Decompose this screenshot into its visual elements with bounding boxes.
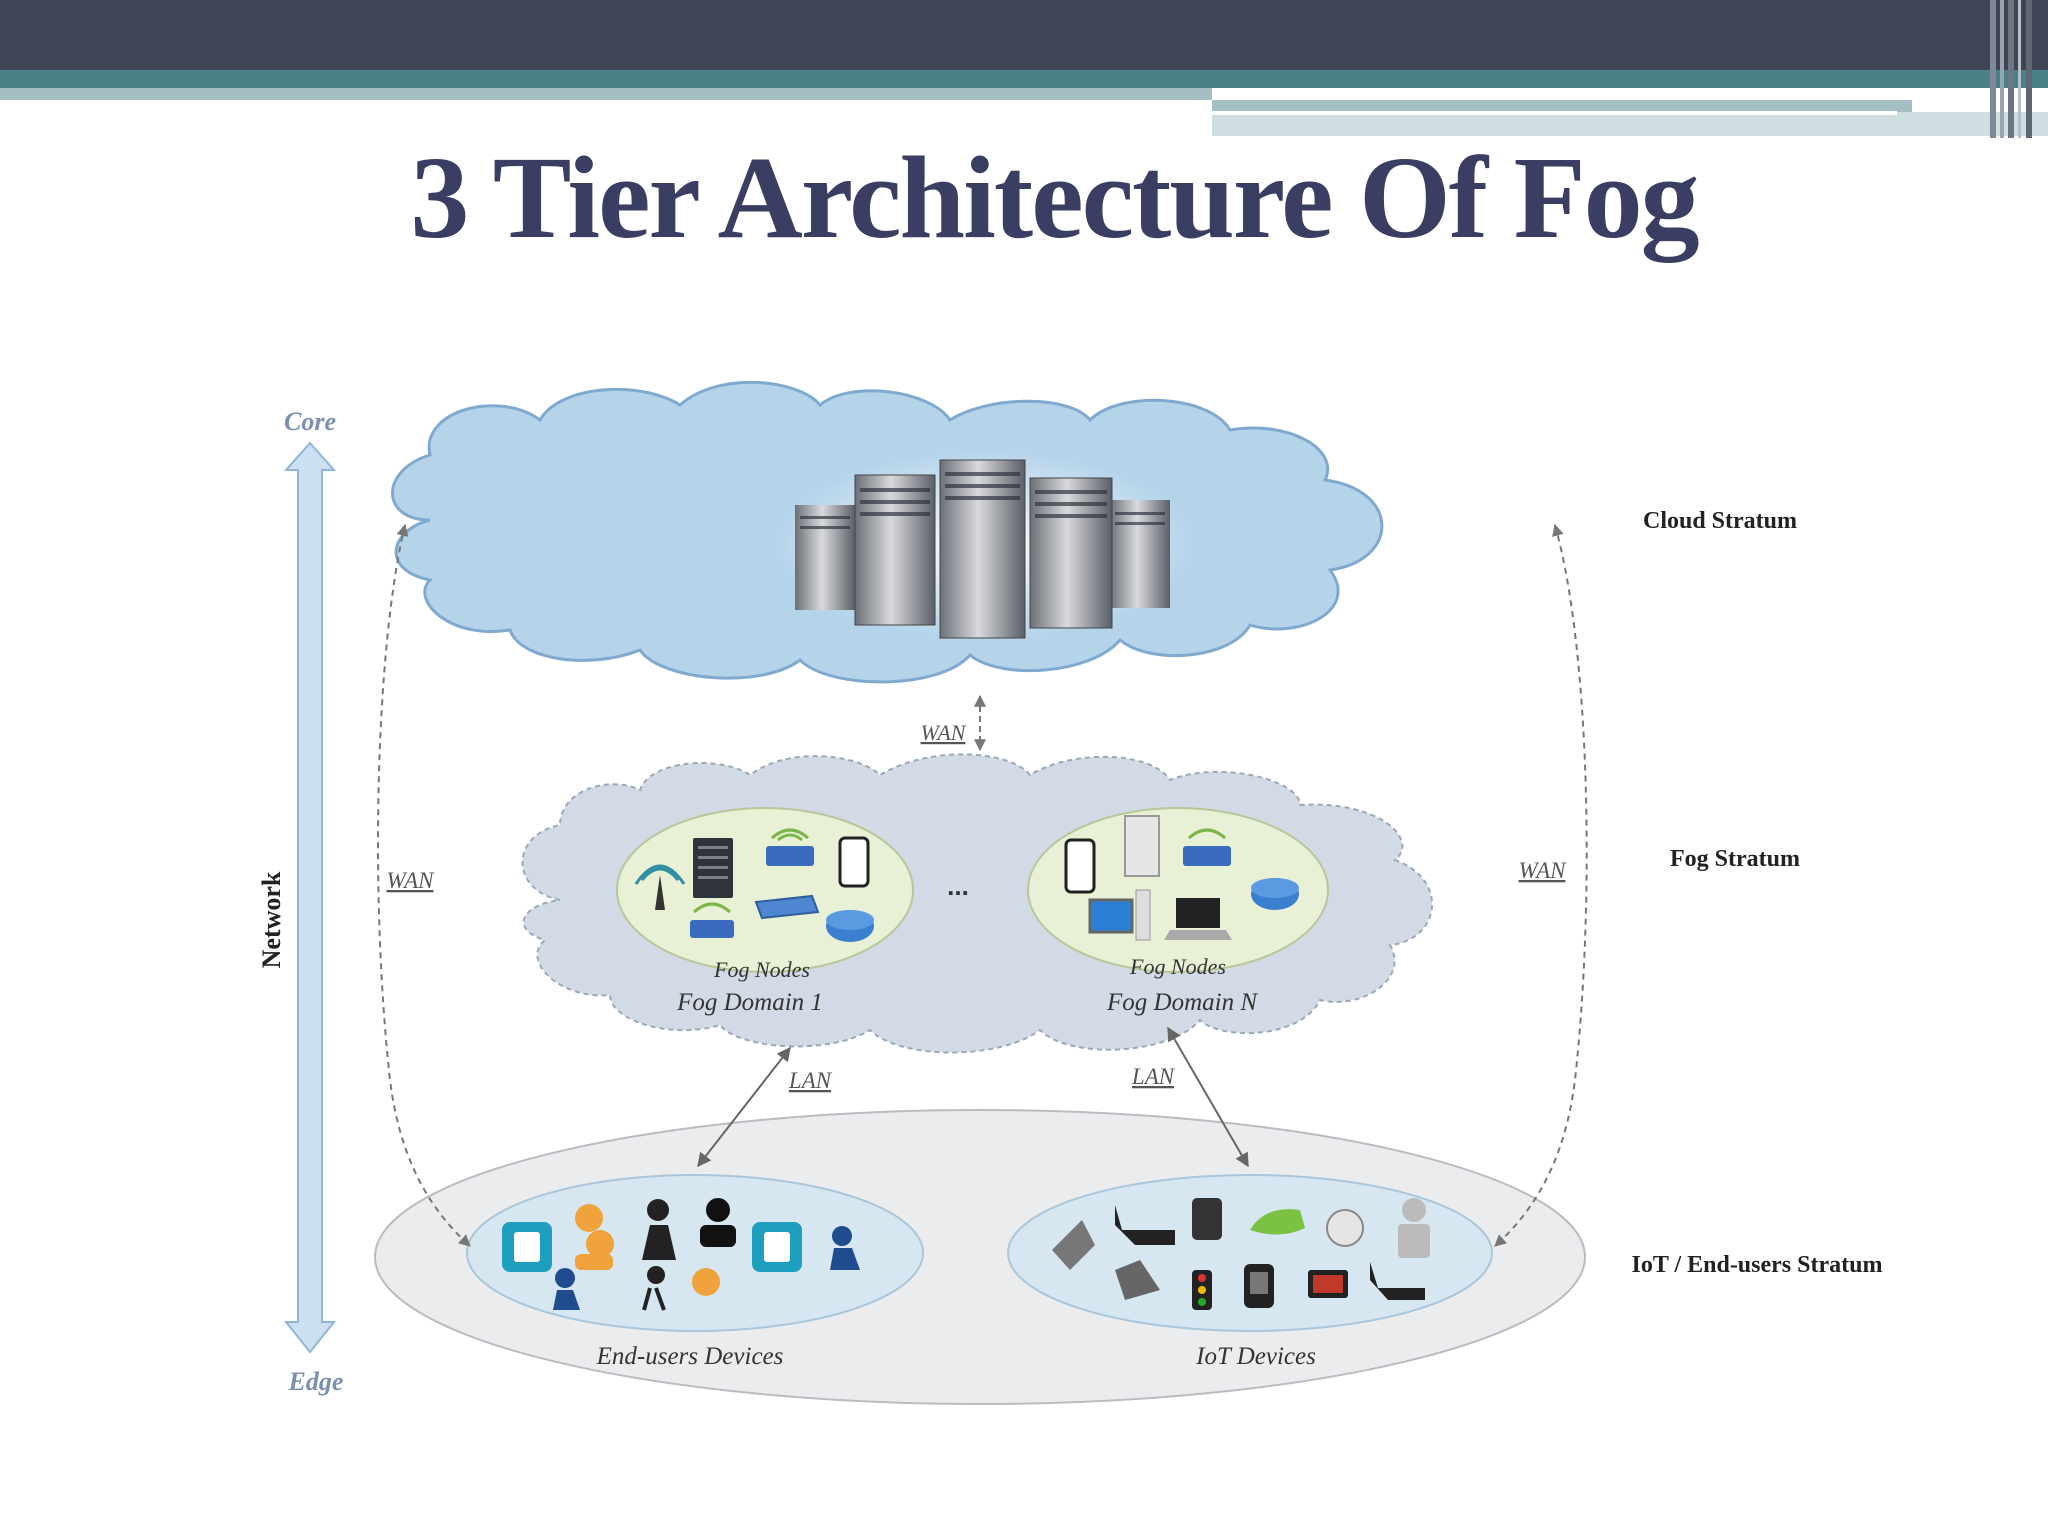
slide-title: 3 Tier Architecture Of Fog xyxy=(410,132,1699,263)
fog-domain-ellipsis: ... xyxy=(947,871,969,901)
wan-link-left xyxy=(377,523,471,1247)
header-stripe xyxy=(0,70,2048,88)
fog-stratum-label: Fog Stratum xyxy=(1670,846,1800,872)
fog-domain-n-nodes-label: Fog Nodes xyxy=(1129,954,1226,979)
header-stripe-right-pale xyxy=(1212,112,2048,136)
fog-domain-n xyxy=(1027,807,1329,973)
wan-label-right: WAN xyxy=(1519,858,1568,883)
end-users-devices-label: End-users Devices xyxy=(596,1343,784,1370)
network-axis-arrow xyxy=(283,441,337,1354)
lan-label-right: LAN xyxy=(1131,1064,1176,1089)
lan-label-left: LAN xyxy=(788,1068,833,1093)
iot-devices-group xyxy=(1007,1174,1493,1332)
header-stripe-right xyxy=(1212,100,1912,112)
fog-domain-1-name: Fog Domain 1 xyxy=(676,989,823,1016)
fog-domain-1 xyxy=(616,807,914,973)
cloud-stratum-label: Cloud Stratum xyxy=(1643,508,1797,534)
wan-label-top: WAN xyxy=(921,720,967,745)
lan-link-left xyxy=(697,1046,791,1168)
header-vertical-bar xyxy=(2018,0,2021,138)
wan-link-right xyxy=(1494,523,1588,1247)
header-vertical-bar xyxy=(2000,0,2004,138)
lan-link-right xyxy=(1167,1026,1249,1168)
iot-devices-label: IoT Devices xyxy=(1195,1343,1316,1370)
header-bar xyxy=(0,0,2048,70)
header-stripe-light xyxy=(0,88,1212,100)
axis-edge-label: Edge xyxy=(288,1367,344,1396)
fog-domain-1-nodes-label: Fog Nodes xyxy=(713,957,810,982)
fog-domain-n-name: Fog Domain N xyxy=(1106,989,1258,1016)
wan-label-left: WAN xyxy=(387,868,436,893)
end-users-devices-group xyxy=(466,1174,924,1332)
axis-core-label: Core xyxy=(284,407,336,436)
header-vertical-bar xyxy=(2008,0,2014,138)
header-vertical-bar xyxy=(1990,0,1996,138)
axis-network-label: Network xyxy=(257,871,286,968)
header-vertical-bar xyxy=(2026,0,2032,138)
iot-stratum-label: IoT / End-users Stratum xyxy=(1632,1252,1883,1278)
cloud-servers-icon xyxy=(795,459,1170,639)
header-white-line xyxy=(1212,111,1897,115)
